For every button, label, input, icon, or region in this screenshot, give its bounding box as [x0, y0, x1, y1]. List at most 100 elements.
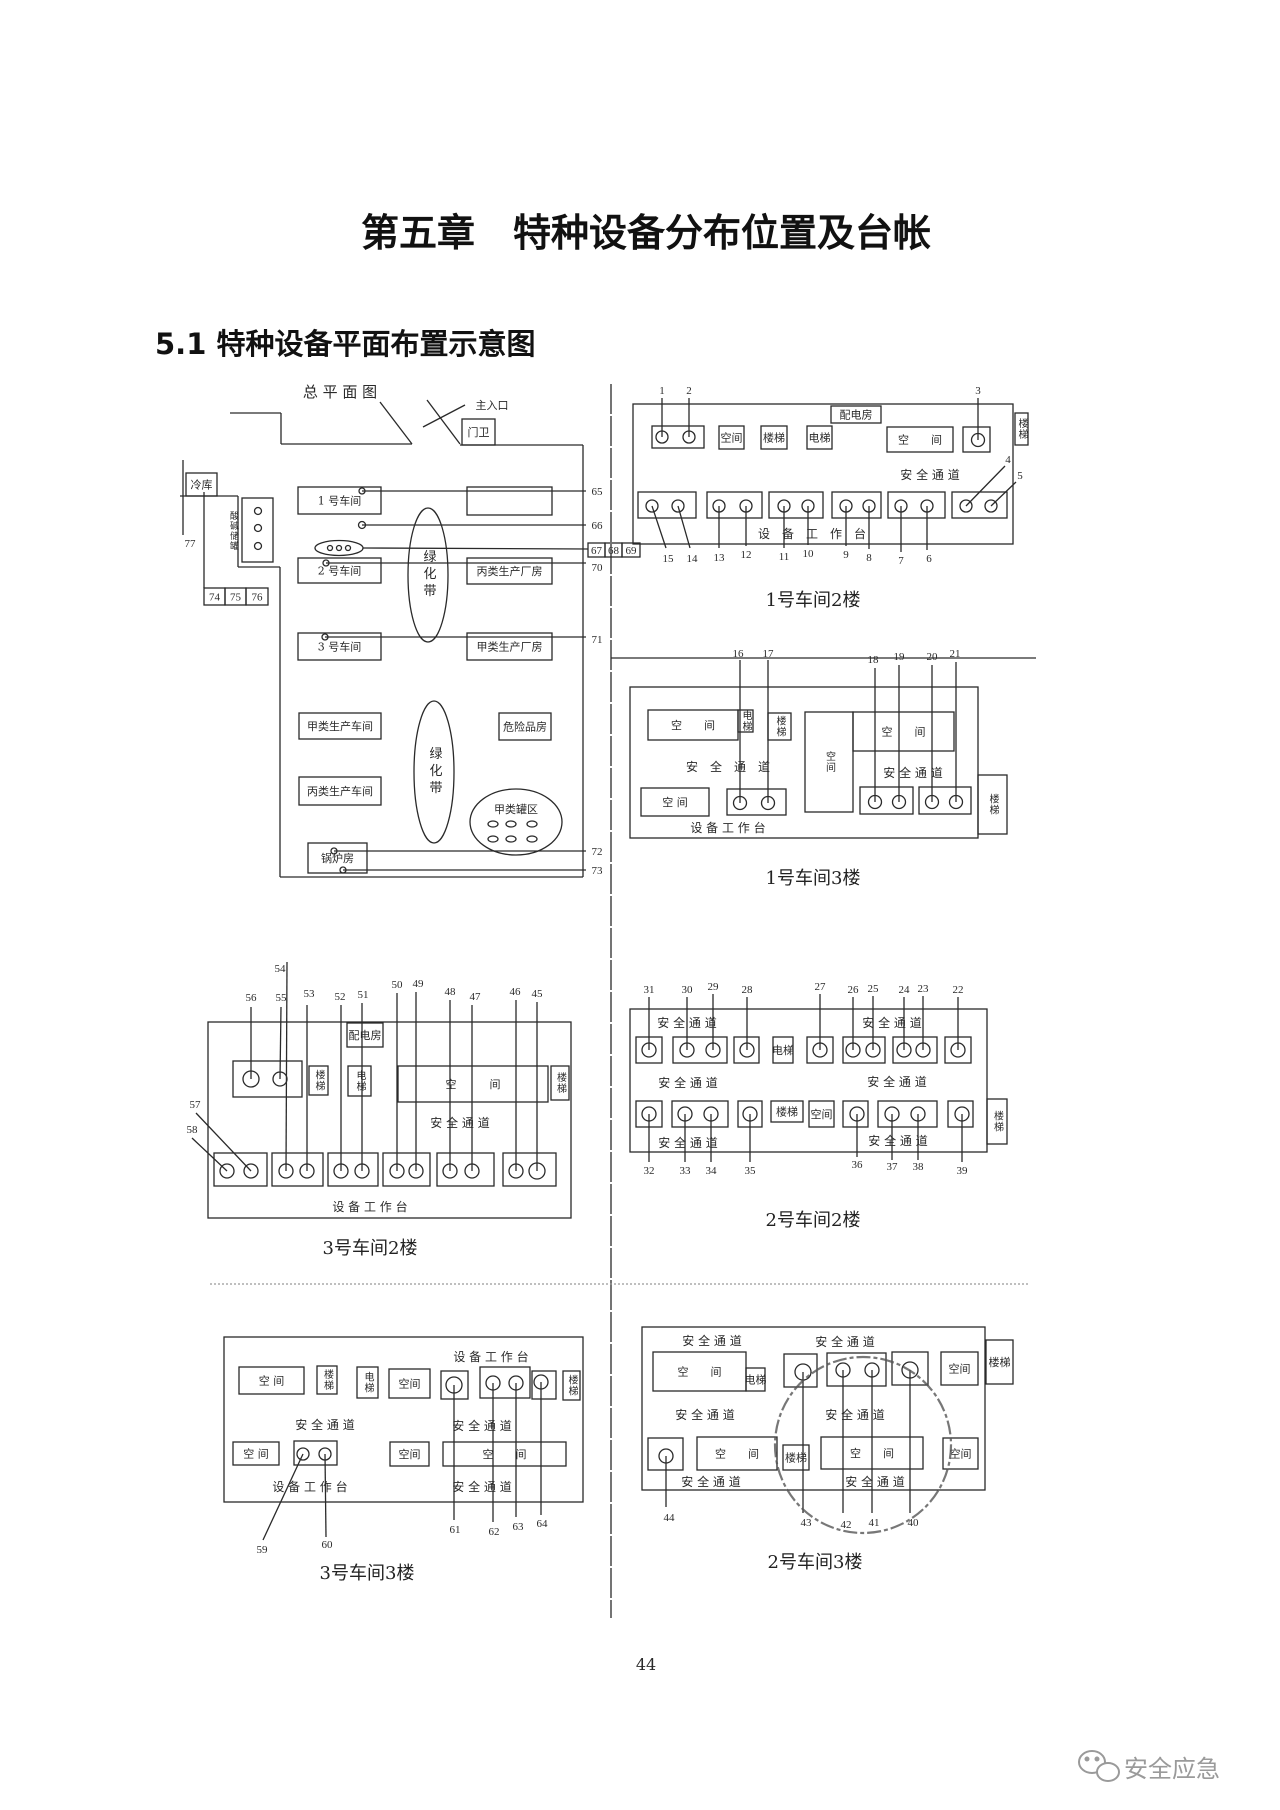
room-box — [886, 426, 954, 453]
equipment-number: 74 — [209, 592, 221, 604]
room-label: 楼梯 — [763, 431, 785, 445]
workbench-box — [629, 686, 979, 839]
room-box — [498, 712, 552, 741]
equipment-number: 48 — [445, 986, 457, 998]
room-box — [782, 1444, 810, 1471]
area-label: 安 全 通 道 — [681, 1474, 740, 1489]
equipment-number: 7 — [898, 555, 904, 567]
room-box — [298, 712, 382, 740]
area-label: 安 全 通 道 — [658, 1075, 717, 1090]
equipment-number: 49 — [413, 978, 425, 990]
equipment-number: 70 — [592, 562, 604, 574]
room-label: 楼梯 — [992, 1109, 1004, 1132]
vertical-label: 绿化带 — [421, 550, 437, 601]
equipment-number: 15 — [663, 553, 675, 565]
equipment-number: 37 — [887, 1161, 899, 1173]
room-box — [232, 1441, 280, 1466]
area-label: 设 备 工 作 台 — [758, 526, 866, 541]
equipment-number: 31 — [644, 984, 655, 996]
plan-title: 2号车间3楼 — [768, 1552, 863, 1573]
area-label: 安 全 通 道 — [845, 1474, 904, 1489]
equipment-number: 65 — [592, 486, 604, 498]
equipment-number: 1 — [659, 385, 665, 397]
workbench-box — [831, 491, 882, 519]
room-label: 楼梯 — [1016, 417, 1028, 440]
equipment-number: 36 — [852, 1159, 864, 1171]
leader-line — [677, 505, 691, 549]
workbench-box — [651, 425, 705, 449]
equipment-number: 77 — [185, 538, 197, 550]
equipment-number: 12 — [741, 549, 752, 561]
room-label: 甲类生产车间 — [307, 719, 373, 733]
area-label: 安 全 通 道 — [825, 1407, 884, 1422]
workbench-box — [641, 1326, 986, 1491]
page-number: 44 — [636, 1655, 656, 1674]
workbench-box — [671, 1100, 729, 1128]
workbench-box — [842, 1100, 869, 1128]
room-box — [770, 1100, 804, 1123]
equipment-number: 42 — [841, 1519, 852, 1531]
tank-icon — [253, 506, 263, 516]
room-label: 甲类生产厂房 — [477, 640, 543, 654]
equipment-number: 2 — [686, 385, 692, 397]
equipment-marker-icon — [671, 499, 685, 513]
equipment-number: 38 — [913, 1161, 925, 1173]
room-box — [346, 1022, 384, 1048]
plan-title: 3号车间2楼 — [323, 1238, 418, 1259]
equipment-number: 25 — [868, 983, 880, 995]
area-label: 安 全 通 道 — [682, 1333, 741, 1348]
equipment-number: 59 — [257, 1544, 269, 1556]
workbench-box — [706, 491, 763, 519]
room-box — [820, 1436, 924, 1470]
area-label: 设 备 工 作 台 — [690, 820, 765, 835]
equipment-number: 21 — [950, 648, 961, 660]
room-label: 电梯 — [809, 432, 831, 445]
area-label: 安 全 通 道 — [815, 1334, 874, 1349]
equipment-marker-icon — [243, 1163, 259, 1179]
workbench-box — [768, 491, 824, 519]
workbench-box — [726, 788, 787, 816]
workbench-box — [241, 497, 274, 563]
ellipse-area — [314, 539, 364, 557]
area-label: 安 全 通 道 — [295, 1417, 354, 1432]
room-box — [737, 709, 754, 733]
room-label: 3 号车间 — [318, 640, 362, 654]
ellipse-area — [505, 835, 517, 843]
equipment-marker-icon — [296, 1447, 310, 1461]
room-label: 锅炉房 — [321, 852, 354, 865]
ellipse-area — [505, 820, 517, 828]
equipment-number: 17 — [763, 648, 775, 660]
room-box — [772, 1036, 794, 1064]
workbench-box — [672, 1036, 728, 1064]
equipment-number: 39 — [957, 1165, 969, 1177]
equipment-number: 69 — [626, 545, 638, 557]
area-label: 安 全 通 道 — [658, 1135, 717, 1150]
room-box — [297, 486, 382, 515]
equipment-number: 13 — [714, 552, 726, 564]
ellipse-area — [407, 507, 449, 643]
plan-title: 1号车间3楼 — [766, 868, 861, 889]
chapter-title: 第五章 特种设备分布位置及台帐 — [361, 211, 931, 255]
workbench-box — [947, 1100, 974, 1128]
equipment-number: 57 — [190, 1099, 202, 1111]
room-box — [830, 405, 882, 424]
room-box — [808, 1100, 835, 1128]
leader-line — [965, 465, 1006, 507]
plan-title: 2号车间2楼 — [766, 1210, 861, 1231]
equipment-number: 11 — [779, 551, 790, 563]
equipment-number: 6 — [926, 553, 932, 565]
equipment-number: 29 — [708, 981, 720, 993]
watermark-text: 安全应急 — [1124, 1755, 1220, 1783]
equipment-number: 24 — [899, 984, 911, 996]
equipment-marker-icon — [219, 1163, 235, 1179]
equipment-number: 75 — [230, 592, 242, 604]
room-box — [640, 787, 710, 817]
equipment-number: 73 — [592, 865, 604, 877]
area-label: 主入口 — [476, 399, 509, 412]
leader-line — [990, 481, 1017, 507]
